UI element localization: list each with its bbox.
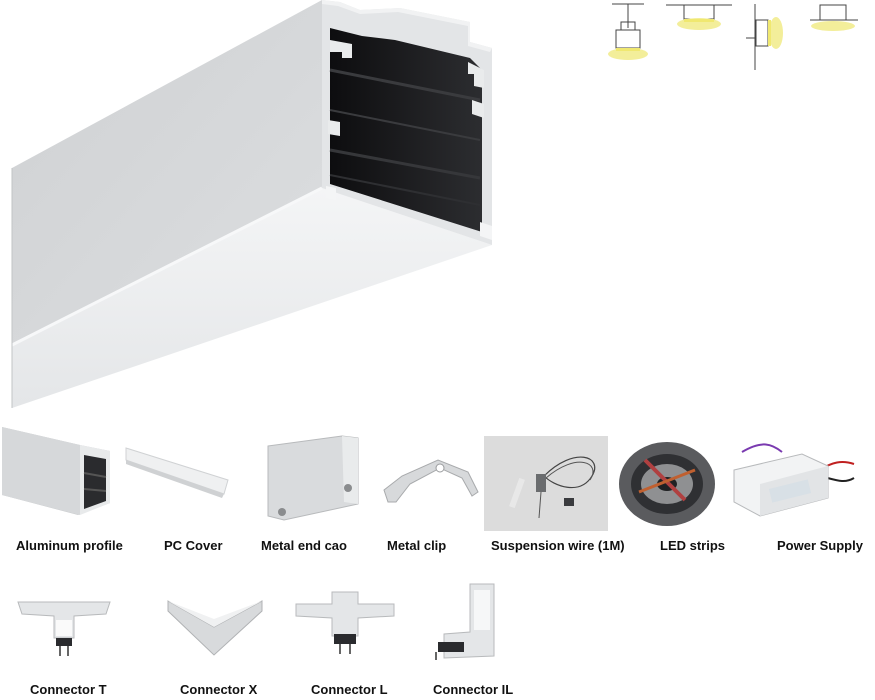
metal-end-cap-image <box>262 432 362 524</box>
connector-t-image <box>14 594 114 662</box>
pc-cover-image <box>124 440 234 500</box>
connector-l-image <box>292 590 398 660</box>
power-supply-image <box>732 440 857 520</box>
connector-label-il: Connector IL <box>433 682 514 697</box>
aluminum-profile-image <box>0 425 120 520</box>
mounting-options <box>600 0 865 75</box>
connector-x-image <box>164 597 266 659</box>
accessory-label-led-strips: LED strips <box>660 538 726 553</box>
accessory-label-aluminum-profile: Aluminum profile <box>16 538 123 553</box>
ceiling-surface-mount-icon <box>666 4 732 30</box>
connector-label-t: Connector T <box>30 682 107 697</box>
accessory-label-metal-end-cap: Metal end cao <box>261 538 347 553</box>
metal-clip-image <box>382 452 482 512</box>
wall-mount-icon <box>746 4 783 70</box>
connector-il-image <box>430 582 500 668</box>
led-strip-reel-image <box>615 440 725 528</box>
aluminum-profile-hero-image <box>0 0 500 412</box>
suspension-wire-image <box>484 436 608 531</box>
accessory-label-metal-clip: Metal clip <box>387 538 447 553</box>
accessory-label-suspension-wire: Suspension wire (1M) <box>491 538 625 553</box>
pendant-mount-icon <box>608 3 648 60</box>
recessed-mount-icon <box>810 4 858 31</box>
connector-label-l: Connector L <box>311 682 388 697</box>
connector-label-x: Connector X <box>180 682 258 697</box>
accessory-label-pc-cover: PC Cover <box>164 538 223 553</box>
accessory-label-power-supply: Power Supply <box>777 538 863 553</box>
